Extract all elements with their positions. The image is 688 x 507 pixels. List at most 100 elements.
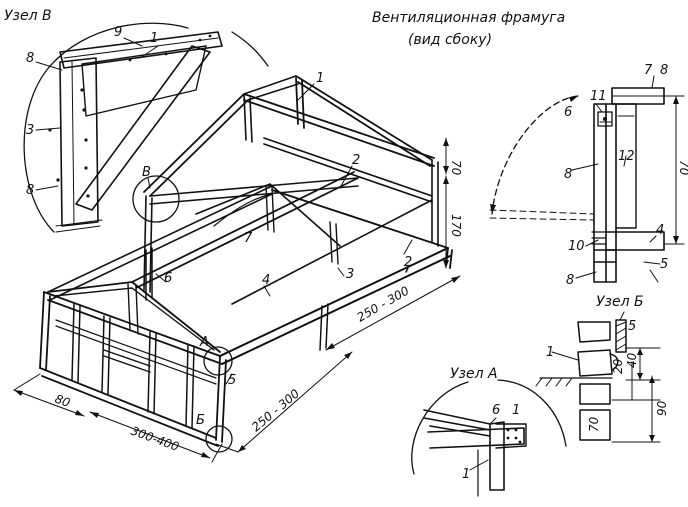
node-b-top-block bbox=[577, 321, 611, 343]
node-v-label-9: 9 bbox=[114, 25, 122, 40]
base-outline bbox=[43, 189, 449, 357]
stud-2 bbox=[101, 315, 111, 395]
vent-label-5: 5 bbox=[660, 257, 668, 272]
main-label-node-v: В bbox=[142, 165, 151, 180]
node-a-label-1b: 1 bbox=[462, 467, 470, 482]
node-a-label-1a: 1 bbox=[512, 403, 520, 418]
node-v-caption: Узел В bbox=[4, 8, 52, 24]
node-b-dim-90: 90 bbox=[655, 400, 669, 416]
vent-caption: Вентиляционная фрамуга bbox=[372, 10, 565, 26]
left-wall-rail bbox=[47, 185, 273, 301]
front-right-post bbox=[215, 355, 227, 443]
vent-sash bbox=[615, 103, 637, 229]
main-label-6: 6 bbox=[164, 271, 172, 286]
back-king-post bbox=[295, 77, 305, 129]
node-a-detail bbox=[411, 379, 567, 497]
back-corner-post bbox=[431, 159, 439, 247]
vent-rail-4 bbox=[605, 231, 665, 251]
left-corner-post bbox=[143, 195, 153, 293]
node-b-circle bbox=[205, 425, 233, 453]
vent-label-7: 7 bbox=[644, 63, 653, 78]
vent-top-beam bbox=[611, 87, 665, 105]
node-b-strip-5 bbox=[615, 319, 627, 353]
right-mid-post bbox=[319, 303, 329, 351]
stud-3 bbox=[147, 331, 157, 415]
vent-label-8a: 8 bbox=[660, 63, 668, 78]
back-top-peak bbox=[243, 75, 299, 101]
node-a-post bbox=[489, 421, 505, 491]
main-label-4: 4 bbox=[262, 273, 270, 288]
middle-post-3 bbox=[329, 221, 339, 265]
vent-label-6: 6 bbox=[564, 105, 572, 120]
vent-label-10: 10 bbox=[568, 239, 585, 254]
right-post-stub bbox=[405, 267, 409, 273]
node-b-dim-40: 40 bbox=[625, 352, 639, 368]
node-a-label-6: 6 bbox=[492, 403, 500, 418]
node-b-caption: Узел Б bbox=[596, 294, 644, 310]
main-label-node-b: Б bbox=[196, 413, 205, 428]
node-v-post bbox=[59, 57, 99, 227]
vent-label-8c: 8 bbox=[566, 273, 574, 288]
node-v-gusset bbox=[81, 45, 207, 117]
node-a-circle bbox=[203, 346, 233, 376]
middle-truss bbox=[195, 183, 341, 247]
node-a-beam bbox=[427, 427, 525, 449]
main-dimensions bbox=[13, 137, 461, 463]
main-label-5: 5 bbox=[228, 373, 236, 388]
vent-label-12: 12 bbox=[618, 149, 635, 164]
node-v-circle bbox=[132, 175, 180, 223]
node-b-foot-block bbox=[579, 409, 611, 441]
stud-4 bbox=[185, 343, 195, 429]
node-b-mid-block bbox=[579, 383, 611, 405]
node-b-label-1: 1 bbox=[546, 345, 554, 360]
node-b-label-5: 5 bbox=[628, 319, 636, 334]
node-a-arc-right bbox=[497, 379, 567, 447]
purlin-7 bbox=[149, 177, 359, 205]
leader-lines bbox=[35, 37, 661, 471]
node-v-top-beam bbox=[59, 31, 223, 69]
vent-open-position bbox=[489, 209, 595, 221]
node-v-nails bbox=[48, 34, 212, 198]
node-a-nails bbox=[506, 428, 522, 444]
dim-170: 170 bbox=[449, 214, 463, 237]
back-top-rail bbox=[243, 93, 435, 167]
node-v-arc-right bbox=[231, 31, 269, 67]
dim-extensions bbox=[13, 373, 239, 463]
back-left-rafter bbox=[143, 93, 249, 197]
front-king-post bbox=[127, 283, 139, 335]
front-gable-inner bbox=[53, 287, 215, 351]
node-a-caption: Узел А bbox=[450, 366, 498, 382]
node-v-label-8b: 8 bbox=[26, 183, 34, 198]
node-v-label-8a: 8 bbox=[26, 51, 34, 66]
node-b-detail bbox=[535, 319, 661, 443]
vent-detail bbox=[489, 87, 685, 283]
node-v-bottom-hatch bbox=[55, 219, 103, 233]
vent-stop-10 bbox=[591, 231, 607, 245]
front-left-post bbox=[39, 291, 51, 371]
vent-post bbox=[593, 103, 607, 283]
vent-dim-70: 70 bbox=[677, 160, 688, 176]
node-b-dim-70: 70 bbox=[587, 416, 601, 432]
front-mid-rail bbox=[55, 319, 217, 385]
truss-arc bbox=[213, 191, 281, 227]
stud-1 bbox=[71, 303, 81, 383]
node-v-detail bbox=[23, 22, 269, 233]
vent-swing-arc bbox=[491, 95, 579, 215]
node-a-gusset bbox=[495, 423, 527, 449]
vent-post-inner bbox=[605, 103, 617, 283]
node-b-post-1 bbox=[577, 349, 613, 377]
dim-250-bottom: 250 - 300 bbox=[249, 386, 303, 434]
node-v-label-1: 1 bbox=[150, 31, 158, 46]
greenhouse-frame bbox=[39, 75, 453, 453]
vent-label-11: 11 bbox=[590, 89, 607, 104]
dim-70: 70 bbox=[449, 160, 463, 176]
main-label-3: 3 bbox=[346, 267, 354, 282]
dim-80: 80 bbox=[53, 392, 72, 411]
vent-subcaption: (вид сбоку) bbox=[408, 32, 492, 48]
main-label-1: 1 bbox=[316, 71, 324, 86]
main-label-node-a: А bbox=[199, 335, 209, 350]
back-peak-post bbox=[243, 93, 253, 143]
back-gable-right bbox=[295, 75, 433, 167]
vent-label-4: 4 bbox=[656, 223, 664, 238]
